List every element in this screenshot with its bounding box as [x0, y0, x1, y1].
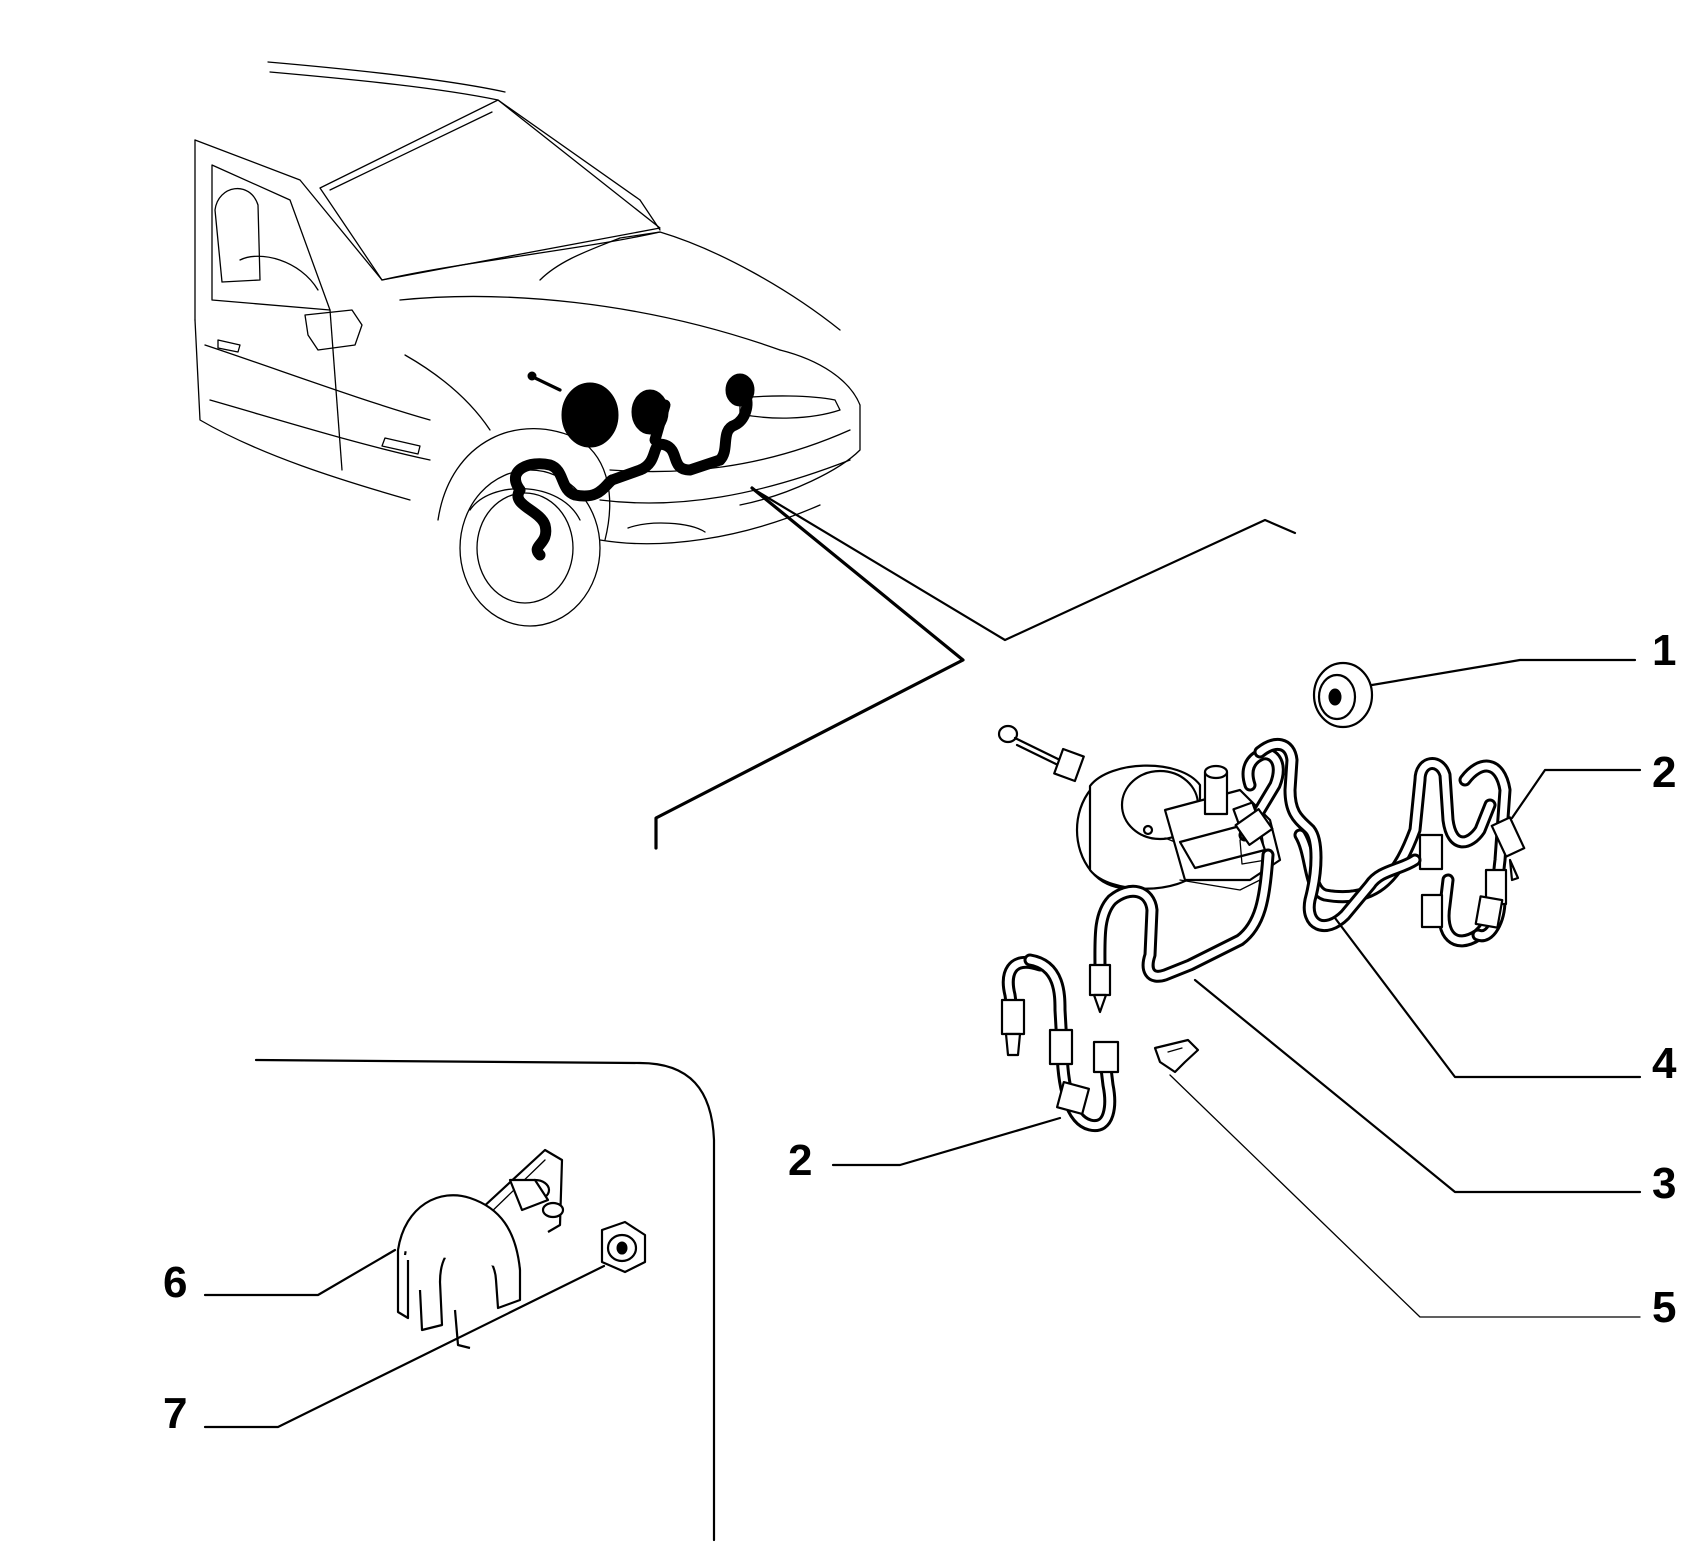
- leader-2-rear: [1510, 768, 1642, 820]
- leader-6: [203, 1248, 397, 1297]
- leader-lines: [203, 658, 1642, 1429]
- leader-1: [1370, 658, 1637, 687]
- brake-pipe-upper: [1232, 738, 1422, 933]
- brake-pipe-2-front: [1000, 953, 1120, 1133]
- callout-3: 3: [1652, 1159, 1676, 1208]
- callout-6: 6: [163, 1258, 187, 1307]
- car-brake-system-highlight: [510, 371, 755, 561]
- leader-3: [1193, 978, 1642, 1194]
- leader-5: [1169, 1074, 1641, 1318]
- callout-5: 5: [1652, 1283, 1676, 1332]
- callout-numbers: 1 2 2 4 3 5 6 7: [163, 626, 1677, 1438]
- nut: [600, 1220, 647, 1274]
- pushrod: [997, 724, 1085, 783]
- callout-1: 1: [1652, 626, 1676, 675]
- car-illustration: [194, 61, 861, 627]
- brake-pipe-2-rear: [1418, 759, 1526, 948]
- leader-2-front: [831, 1116, 1062, 1167]
- callout-2-front: 2: [788, 1136, 812, 1185]
- detail-inset-parts: [396, 1148, 647, 1350]
- callout-4: 4: [1652, 1039, 1677, 1088]
- callout-7: 7: [163, 1389, 187, 1438]
- bracket: [396, 1148, 565, 1350]
- callout-2-rear: 2: [1652, 748, 1676, 797]
- brake-assembly: [997, 661, 1526, 1133]
- leader-7: [203, 1264, 606, 1429]
- pipe-clip: [1153, 1038, 1200, 1074]
- brake-pipe-3: [1088, 848, 1275, 1014]
- leader-4: [1333, 916, 1642, 1079]
- detail-frame-lines: [254, 486, 1297, 1542]
- grommet: [1312, 661, 1374, 729]
